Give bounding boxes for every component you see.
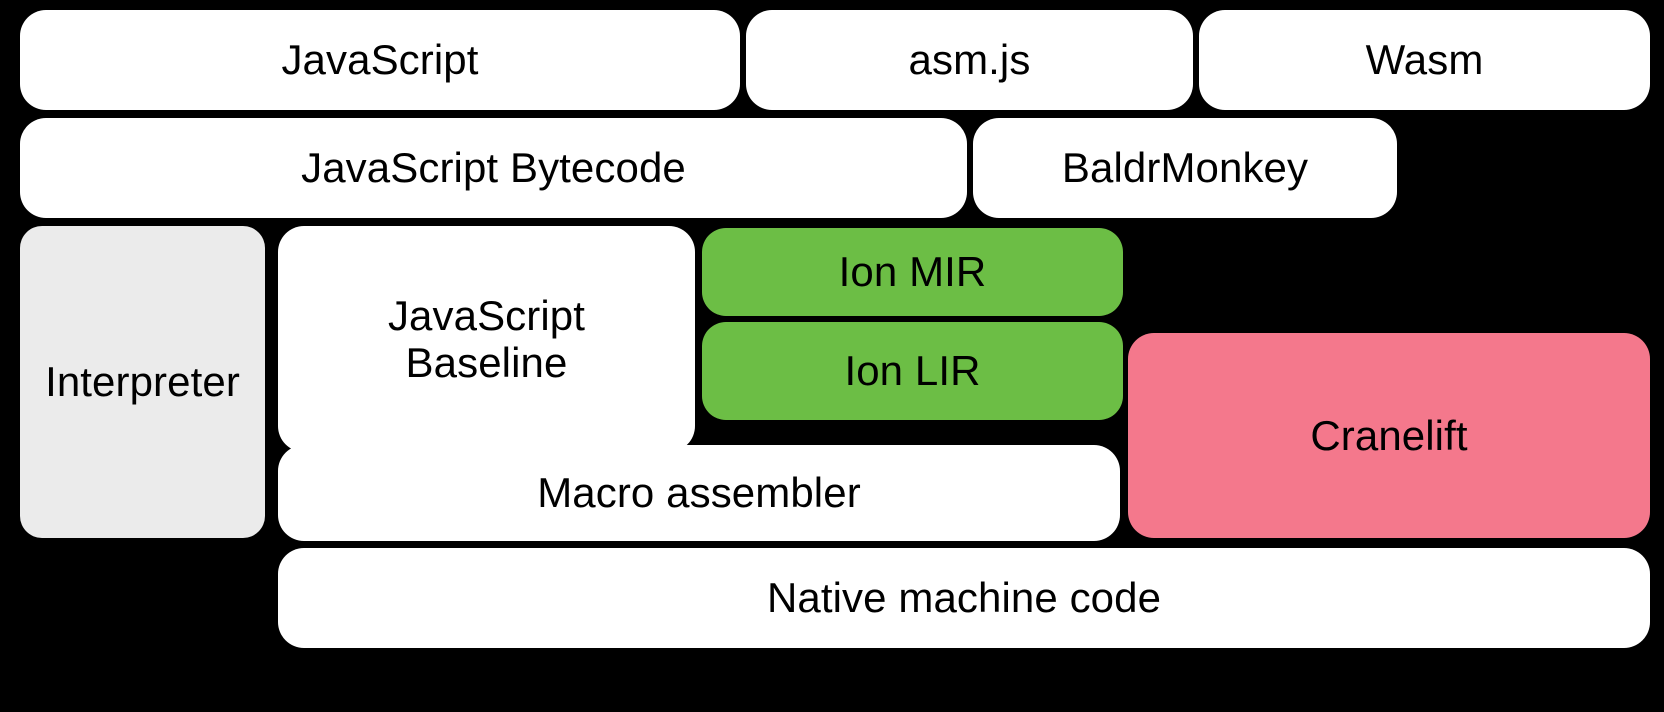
node-javascript-baseline[interactable]: JavaScript Baseline xyxy=(278,226,695,452)
node-ion-lir[interactable]: Ion LIR xyxy=(702,322,1123,420)
node-macro-assembler[interactable]: Macro assembler xyxy=(278,445,1120,541)
node-javascript-bytecode[interactable]: JavaScript Bytecode xyxy=(20,118,967,218)
node-javascript[interactable]: JavaScript xyxy=(20,10,740,110)
node-baldrmonkey[interactable]: BaldrMonkey xyxy=(973,118,1397,218)
node-asmjs[interactable]: asm.js xyxy=(746,10,1193,110)
node-ion-mir[interactable]: Ion MIR xyxy=(702,228,1123,316)
node-cranelift[interactable]: Cranelift xyxy=(1128,333,1650,538)
node-wasm[interactable]: Wasm xyxy=(1199,10,1650,110)
node-native-machine-code[interactable]: Native machine code xyxy=(278,548,1650,648)
node-interpreter[interactable]: Interpreter xyxy=(20,226,265,538)
